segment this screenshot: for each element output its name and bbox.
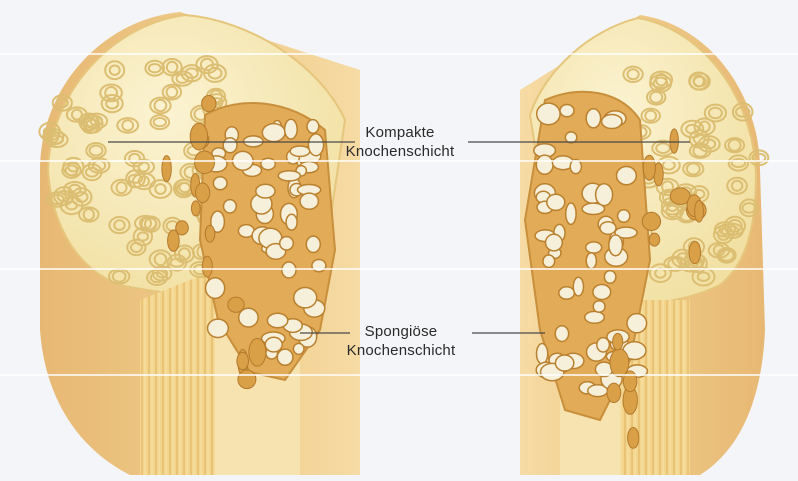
marrow-cavity bbox=[695, 201, 704, 223]
trabecular-hole bbox=[293, 343, 304, 354]
label-spongy-line1: Spongiöse bbox=[326, 322, 476, 341]
trabecular-hole bbox=[586, 109, 600, 128]
trabecular-hole bbox=[537, 344, 548, 364]
trabecular-hole bbox=[593, 301, 605, 313]
scan-artifact bbox=[0, 268, 798, 270]
trabecular-hole bbox=[627, 314, 647, 333]
trabecular-hole bbox=[282, 262, 296, 278]
trabecular-hole bbox=[565, 132, 577, 143]
trabecular-hole bbox=[294, 288, 317, 308]
trabecular-hole bbox=[278, 171, 300, 181]
marrow-cavity bbox=[649, 233, 660, 246]
trabecular-hole bbox=[285, 119, 298, 139]
trabecular-hole bbox=[308, 134, 323, 156]
marrow-cavity bbox=[642, 212, 660, 230]
label-spongy-bone-layer: Spongiöse Knochenschicht bbox=[326, 322, 476, 360]
trabecular-hole bbox=[306, 236, 320, 252]
trabecular-hole bbox=[547, 194, 565, 210]
trabecular-hole bbox=[262, 124, 285, 142]
trabecular-hole bbox=[566, 203, 576, 224]
trabecular-hole bbox=[267, 313, 287, 328]
marrow-cavity bbox=[613, 333, 623, 350]
trabecular-hole bbox=[208, 319, 229, 337]
trabecular-hole bbox=[300, 193, 318, 209]
label-spongy-line2: Knochenschicht bbox=[326, 341, 476, 360]
marrow-cavity bbox=[249, 338, 266, 366]
trabecular-hole bbox=[213, 177, 227, 190]
trabecular-hole bbox=[609, 235, 623, 256]
marrow-cavity bbox=[205, 225, 215, 242]
trabecular-hole bbox=[586, 253, 596, 269]
trabecular-hole bbox=[239, 308, 258, 327]
trabecular-hole bbox=[573, 277, 583, 296]
trabecular-hole bbox=[600, 222, 616, 235]
marrow-cavity bbox=[202, 256, 212, 277]
marrow-cavity bbox=[190, 123, 207, 150]
scan-artifact bbox=[0, 53, 798, 55]
trabecular-hole bbox=[290, 146, 310, 156]
marrow-cavity bbox=[228, 297, 244, 312]
trabecular-hole bbox=[585, 311, 605, 323]
marrow-cavity bbox=[237, 352, 249, 369]
label-compact-line2: Knochenschicht bbox=[330, 142, 470, 161]
trabecular-hole bbox=[586, 242, 602, 253]
trabecular-hole bbox=[582, 203, 604, 214]
marrow-cavity bbox=[191, 201, 200, 216]
trabecular-hole bbox=[555, 326, 568, 342]
left-bone-half bbox=[39, 12, 360, 475]
trabecular-hole bbox=[618, 210, 630, 223]
scan-artifact bbox=[0, 374, 798, 376]
right-bone-half bbox=[520, 15, 768, 475]
trabecular-hole bbox=[206, 278, 225, 299]
marrow-cavity bbox=[195, 151, 215, 174]
trabecular-hole bbox=[280, 237, 294, 250]
trabecular-hole bbox=[543, 255, 555, 267]
trabecular-hole bbox=[265, 337, 282, 352]
trabecular-hole bbox=[560, 105, 574, 117]
trabecular-hole bbox=[223, 138, 237, 153]
trabecular-hole bbox=[277, 349, 293, 365]
trabecular-hole bbox=[617, 167, 637, 185]
trabecular-hole bbox=[536, 155, 553, 174]
marrow-cavity bbox=[202, 96, 216, 112]
marrow-cavity bbox=[628, 428, 639, 449]
trabecular-hole bbox=[546, 234, 563, 251]
trabecular-hole bbox=[602, 115, 622, 129]
marrow-cavity bbox=[196, 183, 210, 203]
left-bone-fiber-section bbox=[140, 270, 215, 475]
label-compact-line1: Kompakte bbox=[330, 123, 470, 142]
trabecular-hole bbox=[224, 200, 237, 213]
marrow-cavity bbox=[238, 370, 256, 389]
label-compact-bone-layer: Kompakte Knochenschicht bbox=[330, 123, 470, 161]
trabecular-hole bbox=[286, 214, 297, 230]
trabecular-hole bbox=[555, 355, 573, 371]
trabecular-hole bbox=[307, 120, 319, 134]
marrow-cavity bbox=[689, 242, 701, 264]
trabecular-hole bbox=[559, 287, 575, 299]
marrow-cavity bbox=[607, 383, 621, 402]
trabecular-hole bbox=[537, 103, 560, 125]
trabecular-hole bbox=[604, 271, 616, 284]
marrow-cavity bbox=[176, 221, 189, 235]
trabecular-hole bbox=[593, 285, 611, 300]
marrow-cavity bbox=[670, 129, 678, 153]
trabecular-hole bbox=[596, 184, 613, 206]
trabecular-hole bbox=[256, 184, 275, 198]
